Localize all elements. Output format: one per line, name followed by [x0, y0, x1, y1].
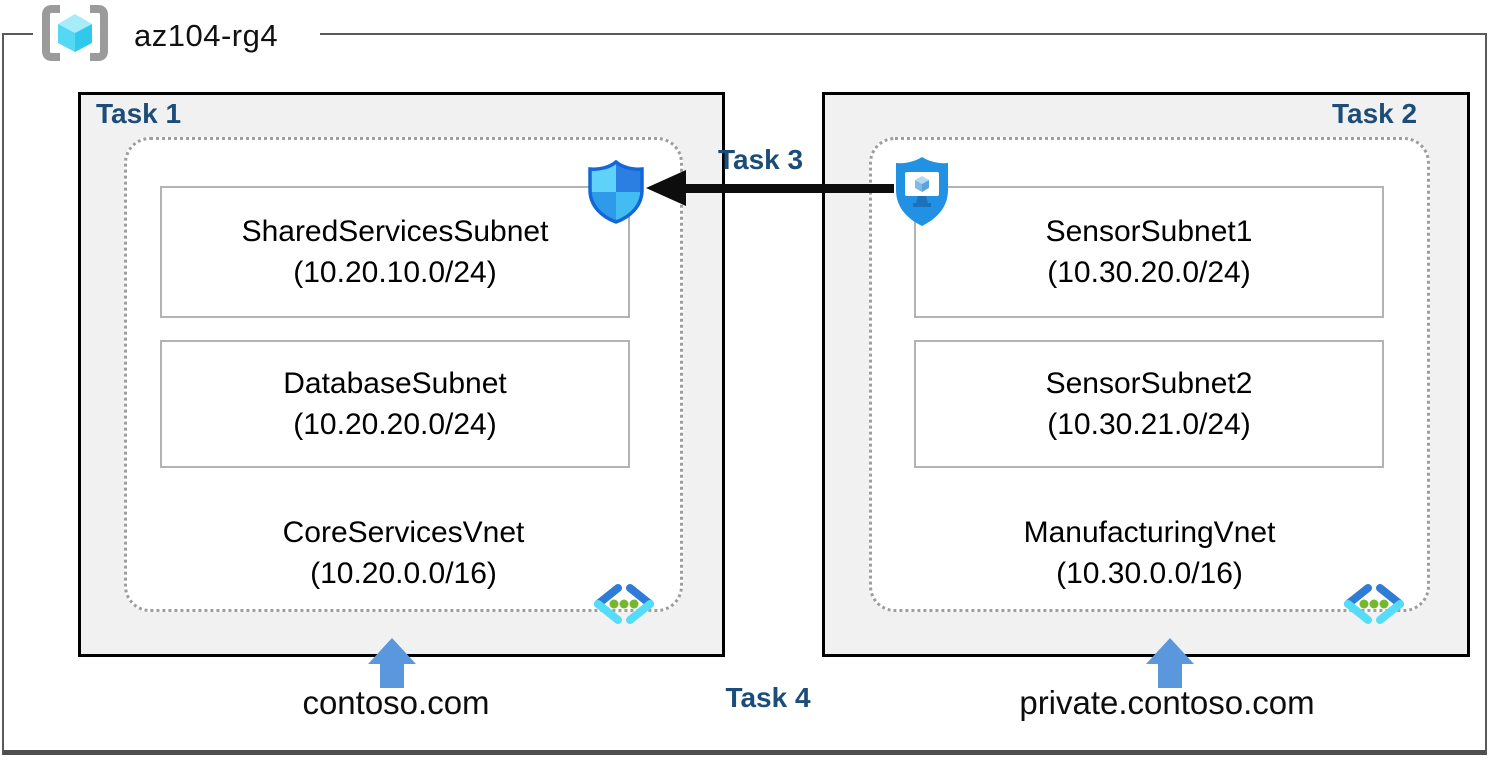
virtual-network-icon [594, 584, 654, 624]
vnet-name: CoreServicesVnet [282, 516, 525, 549]
resource-group-frame [2, 33, 1487, 755]
subnet-box-sharedservices: SharedServicesSubnet (10.20.10.0/24) [160, 186, 630, 318]
resource-group-icon [42, 5, 108, 61]
subnet-name: SensorSubnet1 [1045, 215, 1253, 248]
subnet-name: SharedServicesSubnet [241, 215, 549, 248]
dns-up-arrow-head [1146, 638, 1194, 664]
subnet-cidr: (10.30.21.0/24) [1047, 408, 1251, 441]
vnet2-label: ManufacturingVnet (10.30.0.0/16) [869, 512, 1430, 594]
virtual-network-icon [1344, 584, 1404, 624]
peering-arrow-head [646, 170, 686, 206]
dns-zone-label-private-contoso: private.contoso.com [1019, 684, 1315, 721]
vnet-cidr: (10.20.0.0/16) [310, 557, 497, 590]
subnet-box-sensor1: SensorSubnet1 (10.30.20.0/24) [914, 186, 1384, 318]
subnet-cidr: (10.20.20.0/24) [293, 408, 497, 441]
subnet-box-sensor2: SensorSubnet2 (10.30.21.0/24) [914, 340, 1384, 468]
dns-up-arrow-head [368, 638, 416, 664]
subnet-box-database: DatabaseSubnet (10.20.20.0/24) [160, 340, 630, 468]
dns-up-arrow-shaft [380, 662, 404, 688]
dns-up-arrow-shaft [1158, 662, 1182, 688]
shield-monitor-icon [896, 157, 948, 226]
defender-shield-icon [588, 159, 644, 224]
vnet-cidr: (10.30.0.0/16) [1056, 557, 1243, 590]
subnet-cidr: (10.30.20.0/24) [1047, 256, 1251, 289]
subnet-name: SensorSubnet2 [1045, 367, 1253, 400]
vnet1-label: CoreServicesVnet (10.20.0.0/16) [124, 512, 683, 594]
task3-label: Task 3 [718, 144, 804, 175]
subnet-name: DatabaseSubnet [283, 367, 507, 400]
vnet-name: ManufacturingVnet [1023, 516, 1276, 549]
peering-arrow-line [680, 184, 894, 193]
task2-label: Task 2 [1332, 98, 1418, 129]
resource-group-name: az104-rg4 [134, 18, 279, 53]
task1-label: Task 1 [96, 98, 182, 129]
dns-zone-label-contoso: contoso.com [302, 684, 490, 721]
subnet-cidr: (10.20.10.0/24) [293, 256, 497, 289]
task4-label: Task 4 [725, 682, 811, 713]
